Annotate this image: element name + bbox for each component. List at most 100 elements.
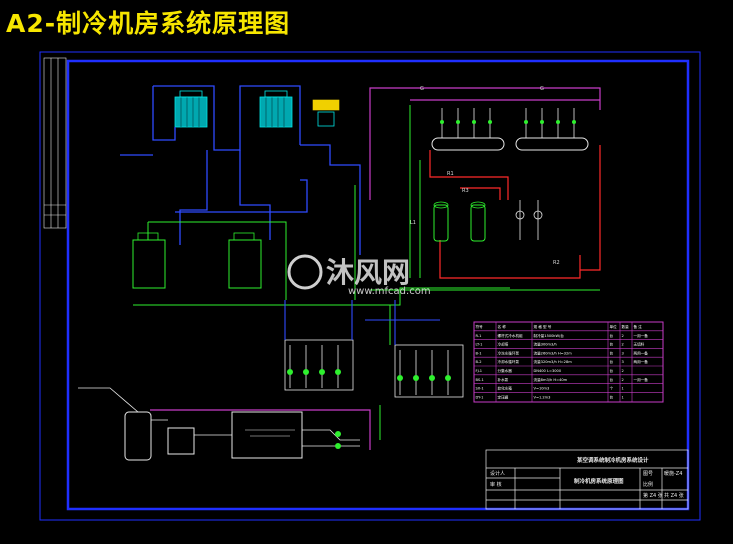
legend-cell: 流量320m3/h H=28m bbox=[534, 359, 573, 364]
legend-header-cell: 备 注 bbox=[634, 324, 643, 329]
legend-cell: 3 bbox=[622, 351, 624, 355]
salt-tank bbox=[167, 427, 195, 455]
pipe-label-r2: R2 bbox=[553, 260, 560, 266]
supply-loop bbox=[150, 87, 601, 450]
legend-cell: 台 bbox=[610, 368, 614, 373]
legend-header-cell: 单位 bbox=[610, 324, 618, 329]
cooling-pump-bank bbox=[284, 339, 354, 391]
legend-cell: 台 bbox=[610, 377, 614, 382]
legend-cell: 无填料 bbox=[634, 342, 645, 347]
heat-exchanger-2 bbox=[470, 201, 486, 242]
pipe-label-r1: R1 bbox=[447, 171, 454, 177]
makeup-pumps bbox=[335, 431, 341, 449]
legend-cell: V=1.2m3 bbox=[534, 395, 551, 399]
legend-cell: 台 bbox=[610, 394, 614, 399]
page-title: A2-制冷机房系统原理图 bbox=[6, 9, 291, 38]
outer-frame bbox=[39, 51, 701, 521]
watermark-brand: 沐风网 bbox=[326, 256, 410, 289]
heat-exchanger-1 bbox=[433, 201, 449, 242]
legend-cell: B-2 bbox=[476, 360, 482, 364]
legend-cell: V=10m3 bbox=[534, 387, 550, 391]
cooling-water-main bbox=[133, 105, 600, 440]
expansion-tank bbox=[312, 99, 340, 127]
water-collector bbox=[515, 137, 589, 151]
legend-cell: BS-1 bbox=[476, 378, 484, 382]
title-block-sheet-total: 共 Z4 张 bbox=[664, 492, 684, 499]
legend-header-cell: 名 称 bbox=[498, 324, 507, 329]
legend-cell: 流量8m3/h H=40m bbox=[534, 377, 568, 382]
legend-cell: 2 bbox=[622, 334, 624, 338]
legend-cell: 台 bbox=[610, 359, 614, 364]
legend-cell: 两用一备 bbox=[634, 350, 649, 355]
title-block-project: 某空调系统制冷机房系统设计 bbox=[577, 456, 649, 464]
legend-cell: 个 bbox=[610, 386, 614, 391]
legend-cell: 软化水箱 bbox=[498, 386, 513, 391]
watermark: 沐风网 www.mfcad.com bbox=[287, 254, 431, 297]
legend-cell: 补水泵 bbox=[498, 377, 509, 382]
legend-cell: 冷却水循环泵 bbox=[498, 359, 520, 364]
chiller-1 bbox=[132, 232, 166, 289]
cooling-pumps bbox=[287, 369, 341, 375]
title-block-scale-label: 比例 bbox=[643, 481, 653, 488]
legend-cell: 制冷量1500kW/台 bbox=[534, 333, 565, 338]
legend-cell: 2 bbox=[622, 343, 624, 347]
softened-water-tank bbox=[231, 411, 303, 459]
title-block-drawing-no-label: 图号 bbox=[643, 471, 653, 477]
pipe-label-r3: R3 bbox=[462, 188, 469, 194]
makeup-piping bbox=[78, 387, 360, 447]
legend-cell: 一用一备 bbox=[634, 377, 649, 382]
chiller-2 bbox=[228, 232, 262, 289]
legend-cell: 冷冻水循环泵 bbox=[498, 350, 520, 355]
cooling-tower-piping bbox=[120, 85, 361, 255]
legend-cell: 1 bbox=[622, 395, 624, 399]
legend-cell: SX-1 bbox=[476, 387, 484, 391]
legend-cell: DN400 L=3000 bbox=[534, 369, 562, 373]
binding-strip bbox=[43, 57, 67, 229]
legend-cell: FJ-1 bbox=[476, 369, 483, 373]
equipment-legend: 符号 名 称 规 格 型 号 单位数量备 注 R-1 螺杆式冷水机组 制冷量1500kW/台… bbox=[473, 321, 664, 403]
cooling-tower-1 bbox=[174, 90, 208, 128]
watermark-url: www.mfcad.com bbox=[348, 286, 431, 297]
legend-cell: LT-1 bbox=[476, 343, 483, 347]
legend-cell: 流量300m3/h bbox=[534, 342, 557, 347]
legend-cell: 定压罐 bbox=[498, 394, 509, 399]
cooling-tower-2 bbox=[259, 90, 293, 128]
title-block-drawing: 制冷机房系统原理图 bbox=[574, 477, 624, 485]
title-block-drawing-no: 暖施-Z4 bbox=[664, 470, 682, 477]
legend-header-cell: 符号 bbox=[476, 324, 484, 329]
legend-cell: 螺杆式冷水机组 bbox=[498, 333, 524, 338]
legend-cell: R-1 bbox=[476, 334, 482, 338]
water-softener bbox=[124, 411, 152, 461]
chilled-water-loop bbox=[429, 145, 601, 279]
chilled-pumps-bottom bbox=[397, 375, 451, 381]
legend-cell: 台 bbox=[610, 333, 614, 338]
chilled-pumps bbox=[515, 200, 543, 240]
legend-cell: 两用一备 bbox=[634, 359, 649, 364]
title-block-sheet: 第 Z4 张 bbox=[643, 492, 663, 499]
header-branches bbox=[441, 108, 575, 138]
chilled-pump-bank bbox=[394, 344, 464, 398]
title-block bbox=[485, 449, 689, 510]
pipe-label-l1: L1 bbox=[410, 220, 416, 226]
legend-cell: 台 bbox=[610, 342, 614, 347]
legend-cell: 2 bbox=[622, 369, 624, 373]
pipe-label-g1: G bbox=[420, 86, 424, 92]
legend-header-cell: 数量 bbox=[622, 324, 630, 329]
pipe-label-g2: G bbox=[540, 86, 544, 92]
legend-cell: 流量260m3/h H=32m bbox=[534, 350, 573, 355]
title-block-designer-label: 设计人 bbox=[490, 470, 505, 477]
legend-cell: 2 bbox=[622, 378, 624, 382]
center-risers bbox=[284, 300, 440, 345]
water-distributor bbox=[431, 137, 505, 151]
legend-cell: 分集水器 bbox=[498, 368, 513, 373]
legend-cell: 1 bbox=[622, 387, 624, 391]
legend-cell: 台 bbox=[610, 350, 614, 355]
legend-cell: DY-1 bbox=[476, 395, 484, 399]
legend-cell: B-1 bbox=[476, 351, 482, 355]
legend-cell: 一用一备 bbox=[634, 333, 649, 338]
legend-header-cell: 规 格 型 号 bbox=[534, 324, 552, 329]
inner-frame bbox=[66, 59, 690, 511]
header-valves bbox=[440, 120, 576, 124]
legend-cell: 冷却塔 bbox=[498, 342, 509, 347]
